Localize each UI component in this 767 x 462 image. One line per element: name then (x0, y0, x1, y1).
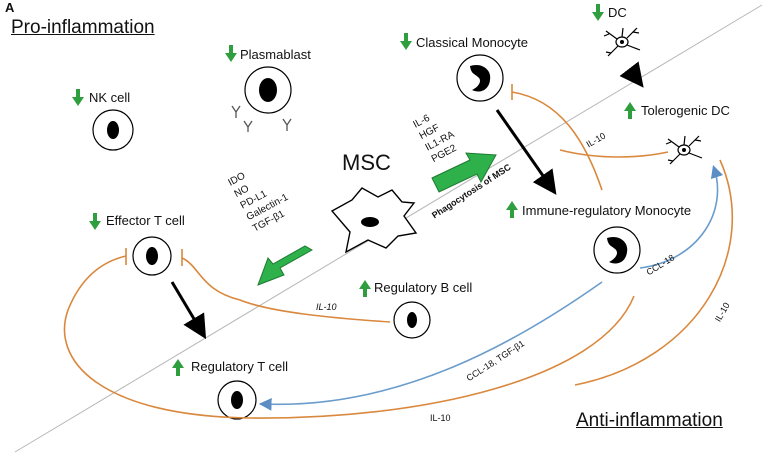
msc-to-t-cell-green-arrow (257, 245, 314, 286)
il10-inhibit-classical-monocyte (511, 91, 603, 191)
tolerogenic-dc-increase-icon (624, 102, 636, 119)
regulatory-b-cell-label: Regulatory B cell (374, 280, 473, 295)
msc-to-monocyte-green-arrow (431, 152, 497, 193)
pro-inflammation-title: Pro-inflammation (11, 17, 155, 38)
regulatory-t-cell-label: Regulatory T cell (191, 359, 289, 374)
il10-tolerogenic-dc-loop (574, 159, 734, 386)
nk-cell-icon (92, 109, 134, 151)
il10-monocyte-to-dc (559, 149, 669, 158)
il10-bottom-label: IL-10 (430, 413, 451, 423)
effector-t-cell-label: Effector T cell (106, 213, 185, 228)
regulatory-t-cell-icon (217, 380, 257, 420)
ccl18-to-tolerogenic-dc (639, 164, 724, 269)
anti-inflammation-title: Anti-inflammation (576, 410, 723, 431)
effector-to-regulatory-t-arrow (170, 281, 207, 340)
il10-big-loop (63, 255, 635, 419)
plasmablast-decrease-icon (225, 45, 237, 62)
ccl18-tgf-to-regulatory-t (258, 281, 603, 411)
dc-decrease-icon (592, 4, 604, 21)
classical-monocyte-decrease-icon (400, 33, 412, 50)
monocyte-differentiation-arrow (495, 109, 557, 195)
dc-icon (603, 27, 641, 57)
regulatory-b-cell-icon (393, 301, 431, 339)
il10-b-label: IL-10 (316, 302, 337, 312)
msc-title: MSC (342, 150, 391, 175)
il10-regulatory-b-to-effector-t (181, 257, 391, 323)
immune-regulatory-increase-icon (506, 201, 518, 218)
plasmablast-icon (231, 66, 292, 132)
immune-regulatory-monocyte-label: Immune-regulatory Monocyte (522, 203, 692, 218)
nk-decrease-icon (72, 89, 84, 106)
regulatory-t-increase-icon (172, 359, 184, 376)
indicators (72, 4, 636, 376)
effector-t-decrease-icon (89, 213, 101, 230)
immune-regulatory-monocyte-icon (593, 226, 641, 274)
tolerogenic-dc-label: Tolerogenic DC (641, 103, 730, 118)
effector-t-cell-icon (132, 236, 172, 276)
panel-label: A (5, 0, 15, 15)
classical-monocyte-label: Classical Monocyte (416, 35, 528, 50)
tolerogenic-dc-icon (665, 135, 703, 165)
dc-to-tolerogenic-arrow (619, 61, 644, 88)
dc-label: DC (608, 5, 627, 20)
nk-cell-label: NK cell (89, 90, 131, 105)
classical-monocyte-icon (456, 54, 504, 102)
tolerogenic-to-monocyte-link (634, 276, 660, 291)
plasmablast-label: Plasmablast (240, 47, 311, 62)
msc-icon (330, 187, 418, 254)
regulatory-b-increase-icon (359, 280, 371, 297)
